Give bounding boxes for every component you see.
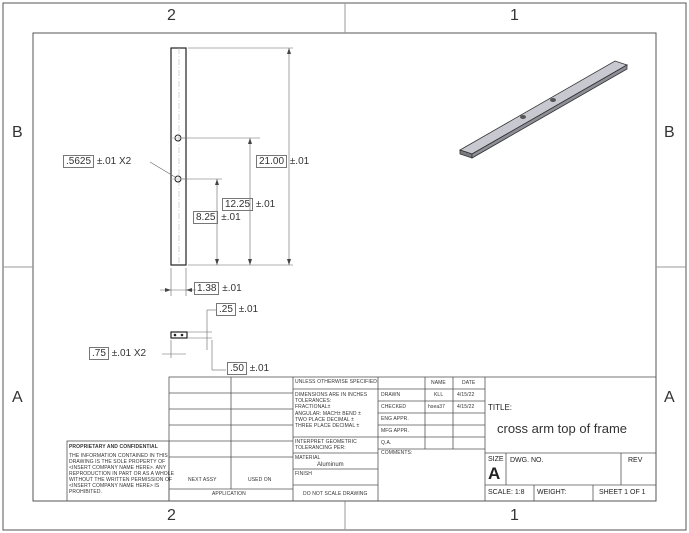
tb-comments: COMMENTS: [381, 450, 413, 456]
dim-thickness: .25 ±.01 [216, 303, 258, 316]
zone-label-top-right: 1 [510, 7, 519, 24]
tb-interpret: INTERPRET GEOMETRIC TOLERANCING PER: [295, 439, 357, 451]
tb-checked-name: hsea37 [428, 404, 446, 410]
tb-dims-note: DIMENSIONS ARE IN INCHES [295, 392, 368, 398]
tb-drawn-date: 4/15/22 [457, 392, 475, 398]
zone-label-left-upper: B [12, 124, 23, 141]
tb-prop-text: THE INFORMATION CONTAINED IN THIS DRAWIN… [69, 454, 174, 496]
tb-name-header: NAME [431, 380, 446, 386]
tb-size-label: SIZE [488, 456, 504, 463]
tb-dwg-no: DWG. NO. [510, 457, 544, 464]
tb-no-scale: DO NOT SCALE DRAWING [303, 491, 368, 497]
isometric-view [459, 60, 628, 159]
zone-label-right-upper: B [664, 124, 675, 141]
tb-size: A [488, 464, 501, 483]
tb-prop-line: WITHOUT THE WRITTEN PERMISSION OF [69, 477, 173, 483]
tb-mfg-appr: MFG APPR. [381, 428, 410, 434]
tb-prop-line: <INSERT COMPANY NAME HERE>. ANY [69, 465, 167, 471]
section-view [162, 309, 226, 371]
tb-prop-line: PROHIBITED. [69, 489, 103, 495]
title-block-grid [66, 376, 657, 502]
tb-checked: CHECKED [381, 404, 407, 410]
zone-label-top-left: 2 [167, 7, 176, 24]
tb-prop-line: REPRODUCTION IN PART OR AS A WHOLE [69, 471, 175, 477]
tb-eng-appr: ENG APPR. [381, 416, 409, 422]
zone-label-right-lower: A [664, 389, 675, 406]
tb-drawn: DRAWN [381, 392, 401, 398]
tb-prop-line: <INSERT COMPANY NAME HERE> IS [69, 483, 160, 489]
tb-two-place: TWO PLACE DECIMAL ± [295, 417, 354, 423]
tb-tolerances: TOLERANCES: [295, 398, 332, 404]
tb-finish: FINISH [295, 471, 312, 477]
tb-date-header: DATE [462, 380, 476, 386]
tb-checked-date: 4/15/22 [457, 404, 475, 410]
dim-hole-diameter: .5625 ±.01 X2 [63, 155, 131, 168]
dim-hole1-position: 8.25 ±.01 [193, 211, 241, 224]
tb-angular: ANGULAR: MACH± BEND ± [295, 411, 361, 417]
tb-unless-specified: UNLESS OTHERWISE SPECIFIED: [295, 379, 379, 385]
tb-material-label: MATERIAL [295, 455, 321, 461]
tb-sheet: SHEET 1 OF 1 [599, 489, 646, 496]
front-view [149, 47, 293, 296]
tb-prop-title: PROPRIETARY AND CONFIDENTIAL [69, 444, 158, 450]
tb-three-place: THREE PLACE DECIMAL ± [295, 423, 360, 429]
tb-drawn-name: KLL [434, 392, 444, 398]
tb-scale: SCALE: 1:8 [488, 489, 525, 496]
tb-next-assy: NEXT ASSY [188, 477, 217, 483]
tb-prop-line: DRAWING IS THE SOLE PROPERTY OF [69, 459, 166, 465]
tb-used-on: USED ON [248, 477, 272, 483]
zone-label-left-lower: A [12, 389, 23, 406]
dim-hole2-position: 12.25 ±.01 [222, 198, 275, 211]
dim-overall-length: 21.00 ±.01 [256, 155, 309, 168]
dim-width: 1.38 ±.01 [194, 282, 242, 295]
tb-material: Aluminum [317, 462, 344, 468]
zone-label-bottom-left: 2 [167, 507, 176, 524]
tb-application: APPLICATION [212, 491, 246, 497]
dim-edge: .50 ±.01 [227, 362, 269, 375]
tb-rev: REV [628, 457, 643, 464]
tb-weight: WEIGHT: [537, 489, 567, 496]
tb-fractional: FRACTIONAL± [295, 404, 331, 410]
tb-qa: Q.A. [381, 440, 392, 446]
tb-title-label: TITLE: [488, 403, 513, 412]
tb-prop-line: THE INFORMATION CONTAINED IN THIS [69, 453, 168, 459]
tb-title: cross arm top of frame [497, 421, 628, 436]
zone-label-bottom-right: 1 [510, 507, 519, 524]
dim-slot-pitch: .75 ±.01 X2 [89, 347, 146, 360]
